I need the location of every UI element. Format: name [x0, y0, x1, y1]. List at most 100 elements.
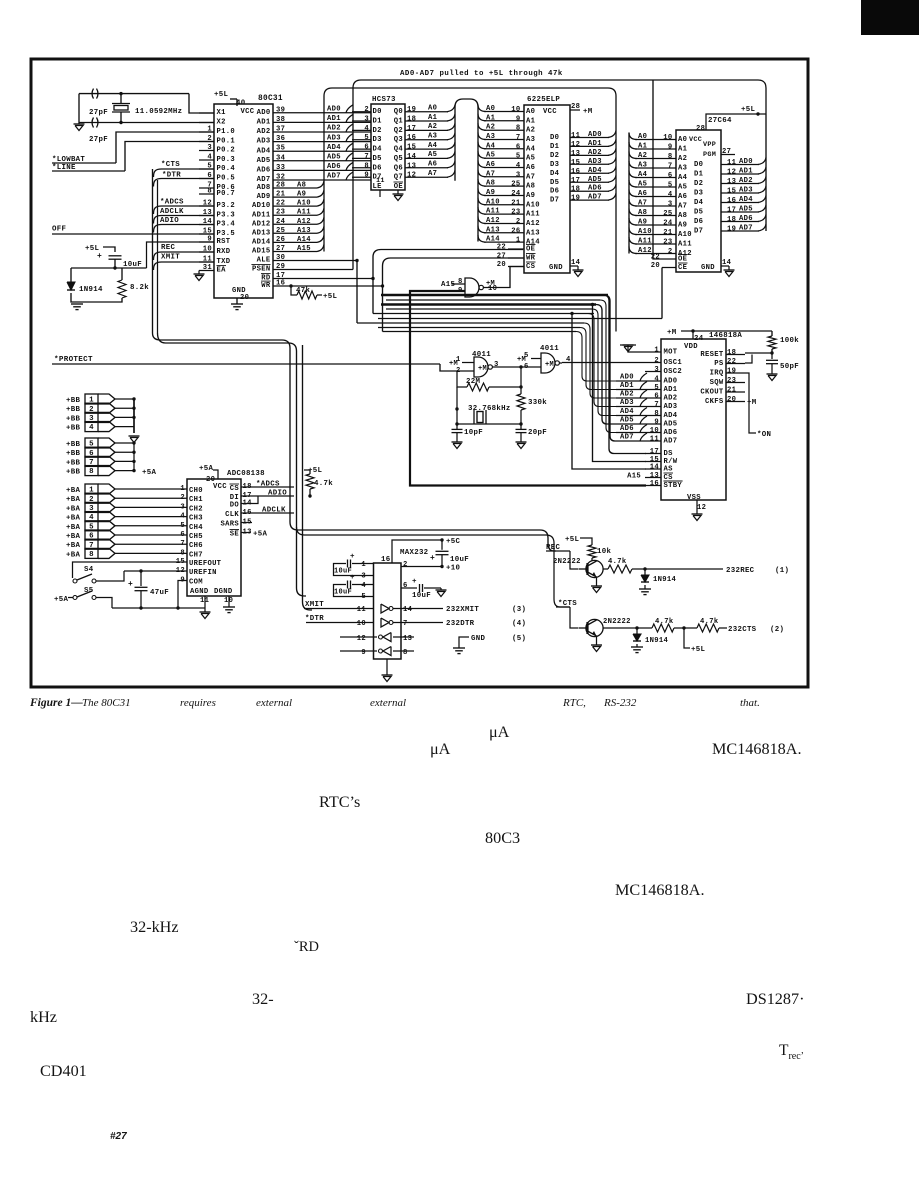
svg-text:A2: A2: [678, 155, 687, 163]
svg-text:38: 38: [276, 116, 285, 124]
svg-text:A14: A14: [526, 239, 540, 247]
svg-text:9: 9: [654, 419, 659, 427]
svg-text:D7: D7: [550, 197, 559, 205]
svg-text:13: 13: [650, 472, 659, 480]
svg-text:RXD: RXD: [217, 248, 231, 256]
svg-text:4: 4: [516, 162, 521, 170]
svg-text:6: 6: [516, 143, 521, 151]
svg-text:15: 15: [407, 144, 416, 152]
svg-text:A14: A14: [297, 236, 311, 244]
svg-text:P0.3: P0.3: [217, 156, 235, 164]
svg-text:A9: A9: [297, 191, 306, 199]
svg-text:+M: +M: [486, 280, 495, 288]
svg-text:A13: A13: [297, 227, 311, 235]
svg-text:40: 40: [236, 100, 246, 108]
svg-text:A9: A9: [486, 189, 495, 197]
svg-text:14: 14: [722, 259, 732, 267]
svg-text:S4: S4: [84, 566, 94, 574]
svg-text:A2: A2: [428, 123, 437, 131]
svg-text:2: 2: [207, 135, 212, 143]
svg-text:A5: A5: [526, 155, 535, 163]
svg-text:external: external: [256, 697, 292, 709]
svg-text:+BB: +BB: [66, 450, 80, 458]
svg-text:AS: AS: [664, 466, 674, 474]
svg-text:6: 6: [654, 393, 659, 401]
svg-text:A3: A3: [526, 136, 535, 144]
svg-text:DS: DS: [664, 450, 674, 458]
svg-text:A12: A12: [297, 218, 311, 226]
svg-text:A11: A11: [297, 209, 311, 217]
svg-text:XMIT: XMIT: [161, 254, 180, 262]
svg-text:A0: A0: [526, 108, 535, 116]
svg-text:Q2: Q2: [394, 127, 403, 135]
svg-text:A7: A7: [428, 170, 437, 178]
svg-text:13: 13: [407, 162, 416, 170]
svg-text:D1: D1: [373, 118, 383, 126]
svg-text:D6: D6: [550, 188, 559, 196]
svg-text:A9: A9: [678, 222, 687, 230]
svg-text:D3: D3: [694, 190, 703, 198]
svg-text:STBY: STBY: [664, 482, 683, 490]
svg-text:VCC: VCC: [689, 136, 702, 144]
svg-text:10k: 10k: [597, 548, 611, 556]
svg-text:7: 7: [89, 542, 94, 550]
svg-text:5: 5: [364, 134, 369, 142]
svg-text:AD0-AD7 pulled to +5L through: AD0-AD7 pulled to +5L through 47k: [400, 70, 563, 78]
svg-text:AGND: AGND: [190, 588, 209, 596]
svg-text:4: 4: [566, 356, 571, 364]
svg-text:7: 7: [516, 134, 521, 142]
svg-text:OFF: OFF: [52, 226, 66, 234]
svg-text:8: 8: [668, 153, 673, 161]
svg-text:CS: CS: [526, 263, 536, 271]
svg-text:D0: D0: [694, 161, 703, 169]
svg-text:100k: 100k: [780, 337, 799, 345]
svg-text:OSC1: OSC1: [664, 359, 683, 367]
svg-text:A3: A3: [678, 165, 687, 173]
svg-text:8: 8: [516, 125, 521, 133]
svg-text:DI: DI: [230, 494, 239, 502]
svg-text:RTC’s: RTC’s: [319, 793, 360, 811]
svg-text:D3: D3: [373, 136, 382, 144]
svg-text:ADCLK: ADCLK: [262, 507, 286, 515]
svg-text:+5L: +5L: [565, 536, 579, 544]
svg-text:232XMIT: 232XMIT: [446, 606, 479, 614]
svg-text:3: 3: [361, 573, 366, 581]
svg-text:AD0: AD0: [588, 131, 602, 139]
svg-text:5: 5: [180, 522, 185, 530]
svg-text:35: 35: [276, 145, 285, 153]
svg-text:47uF: 47uF: [150, 589, 169, 597]
svg-text:+M: +M: [747, 399, 757, 407]
svg-text:A4: A4: [526, 145, 536, 153]
svg-text:A6: A6: [638, 190, 647, 198]
svg-text:RESET: RESET: [700, 351, 723, 359]
svg-text:+BA: +BA: [66, 487, 80, 495]
svg-text:10uF: 10uF: [123, 261, 142, 269]
svg-text:3: 3: [180, 503, 185, 511]
svg-text:6: 6: [89, 450, 94, 458]
svg-text:2: 2: [668, 248, 673, 256]
svg-text:D7: D7: [373, 174, 382, 182]
svg-text:32-kHz: 32-kHz: [130, 918, 179, 936]
svg-text:20: 20: [651, 262, 660, 270]
svg-text:2: 2: [654, 357, 659, 365]
svg-text:RD: RD: [261, 275, 271, 283]
svg-text:11: 11: [357, 606, 367, 614]
svg-text:4: 4: [89, 514, 94, 522]
svg-text:17: 17: [650, 448, 659, 456]
svg-text:27pF: 27pF: [89, 136, 108, 144]
svg-text:28: 28: [696, 125, 705, 133]
svg-text:AD2: AD2: [257, 128, 271, 136]
svg-text:external: external: [370, 697, 406, 709]
svg-text:A1: A1: [526, 117, 536, 125]
svg-text:29: 29: [276, 263, 285, 271]
svg-text:16: 16: [571, 168, 580, 176]
svg-text:20: 20: [240, 294, 249, 302]
svg-text:A8: A8: [678, 212, 687, 220]
svg-text:+5L: +5L: [308, 467, 322, 475]
svg-text:WR: WR: [526, 255, 536, 263]
svg-text:A2: A2: [486, 124, 495, 132]
svg-text:1N914: 1N914: [653, 576, 676, 584]
svg-text:26: 26: [276, 236, 285, 244]
svg-text:+BA: +BA: [66, 551, 80, 559]
svg-text:A1: A1: [428, 114, 438, 122]
